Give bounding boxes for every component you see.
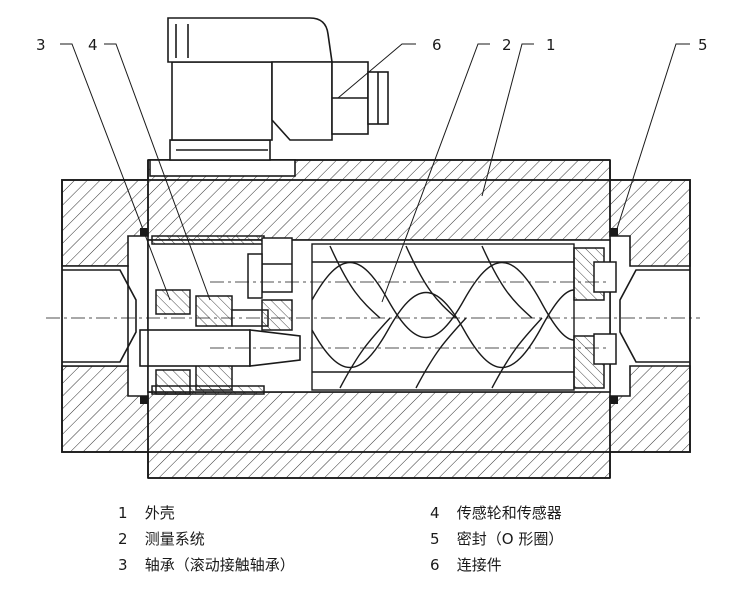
callout-3: 3 <box>36 36 46 54</box>
legend-number: 6 <box>430 556 440 574</box>
connector <box>149 17 389 177</box>
legend-number: 2 <box>118 530 128 548</box>
legend-number: 5 <box>430 530 440 548</box>
legend-column-left: 1 外壳 2 测量系统 3 轴承（滚动接触轴承） <box>118 500 295 578</box>
left-end-cap <box>61 179 149 453</box>
legend-label: 外壳 <box>144 504 175 522</box>
legend-item: 4 传感轮和传感器 <box>430 500 563 526</box>
callout-lines <box>60 43 690 303</box>
legend-number: 4 <box>430 504 440 522</box>
callout-1: 1 <box>546 36 556 54</box>
legend-item: 5 密封（O 形圈） <box>430 526 563 552</box>
centerlines <box>46 281 700 349</box>
legend-item: 6 连接件 <box>430 552 563 578</box>
legend-item: 2 测量系统 <box>118 526 295 552</box>
screw-rotors <box>311 243 575 391</box>
callout-2: 2 <box>502 36 512 54</box>
legend-item: 1 外壳 <box>118 500 295 526</box>
legend-label: 轴承（滚动接触轴承） <box>144 556 295 574</box>
right-end-cap <box>609 179 691 453</box>
legend-label: 传感轮和传感器 <box>456 504 562 522</box>
right-bearing-block <box>573 247 617 389</box>
shaft <box>139 329 301 367</box>
legend-column-right: 4 传感轮和传感器 5 密封（O 形圈） 6 连接件 <box>430 500 563 578</box>
legend-label: 测量系统 <box>144 530 205 548</box>
legend-item: 3 轴承（滚动接触轴承） <box>118 552 295 578</box>
legend: 1 外壳 2 测量系统 3 轴承（滚动接触轴承） 4 传感轮和传感器 5 密封（… <box>0 500 744 595</box>
callout-4: 4 <box>88 36 98 54</box>
callout-5: 5 <box>698 36 708 54</box>
legend-label: 连接件 <box>456 556 502 574</box>
legend-number: 3 <box>118 556 128 574</box>
legend-number: 1 <box>118 504 128 522</box>
sensor-wheel <box>247 237 293 331</box>
sectional-drawing: 3 4 6 2 1 5 <box>36 17 708 479</box>
callout-6: 6 <box>432 36 442 54</box>
legend-label: 密封（O 形圈） <box>456 530 564 548</box>
